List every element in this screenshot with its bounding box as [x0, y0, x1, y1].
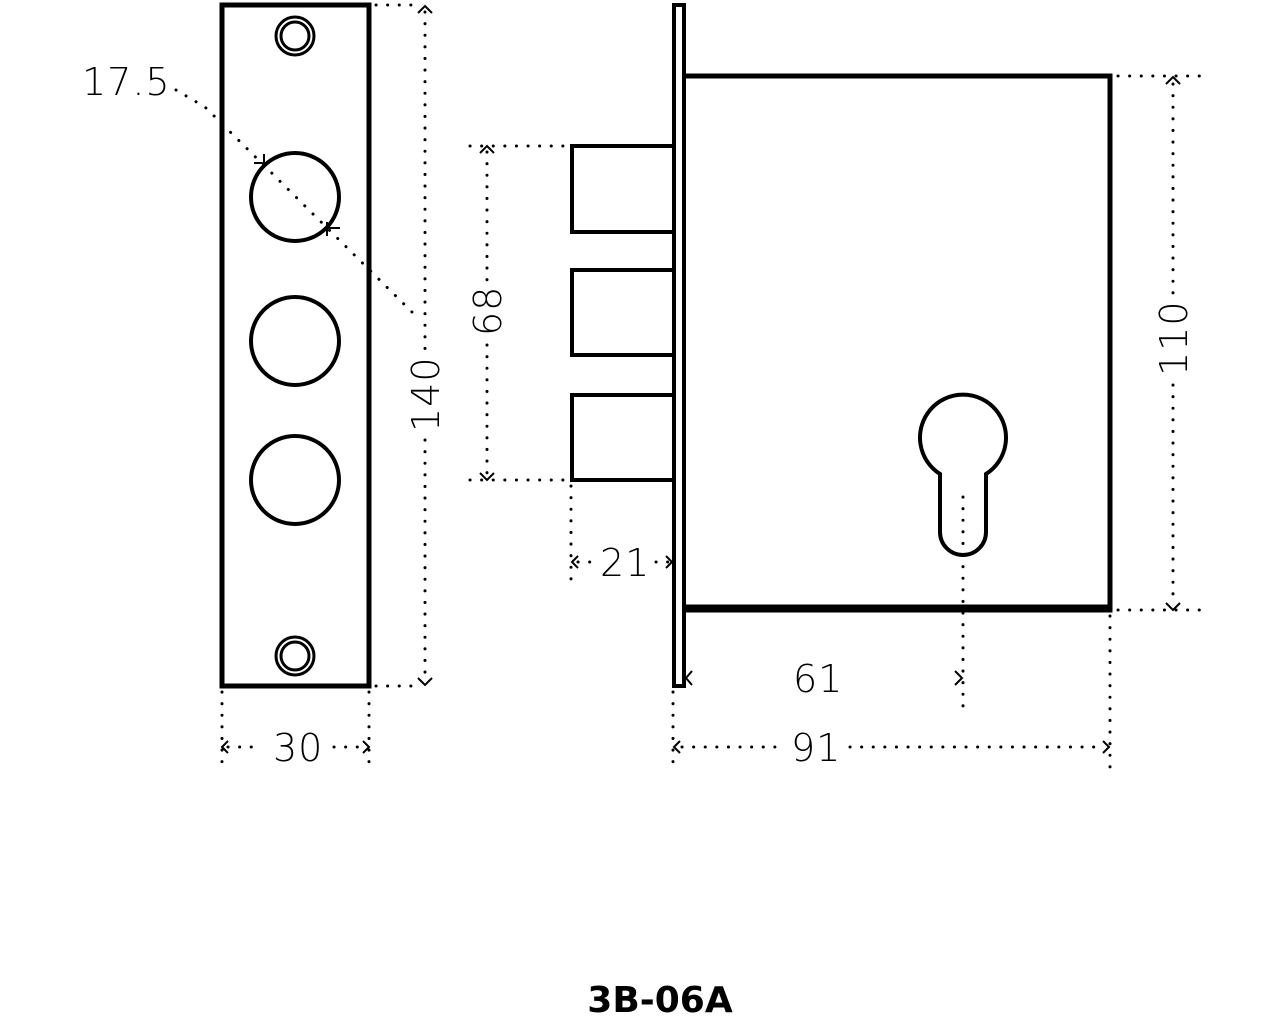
lock-side-view [570, 3, 1113, 688]
dim-label-faceplate-height: 140 [404, 356, 448, 432]
dim-faceplate-height: 140 [374, 3, 448, 688]
model-title: 3B-06A [587, 980, 733, 1021]
faceplate-front-view [219, 2, 372, 689]
dim-label-bolt-projection: 21 [600, 541, 650, 585]
dim-faceplate-width: 30 [220, 690, 371, 775]
dim-label-hole-diameter: 17.5 [82, 60, 171, 104]
dim-hole-diameter: 17.5 [82, 60, 422, 322]
dim-case-height: 110 [1116, 74, 1207, 612]
dim-label-case-depth: 91 [791, 726, 841, 770]
dim-label-backset: 61 [793, 657, 843, 701]
dim-bolt-span: 68 [466, 144, 568, 482]
dim-backset: 61 [684, 495, 965, 708]
dim-bolt-projection: 21 [569, 484, 674, 588]
dim-label-bolt-span: 68 [466, 286, 510, 336]
dim-label-faceplate-width: 30 [273, 726, 323, 770]
dim-case-depth: 91 [671, 614, 1112, 775]
dim-label-case-height: 110 [1152, 300, 1196, 376]
keyhole [918, 392, 1008, 557]
